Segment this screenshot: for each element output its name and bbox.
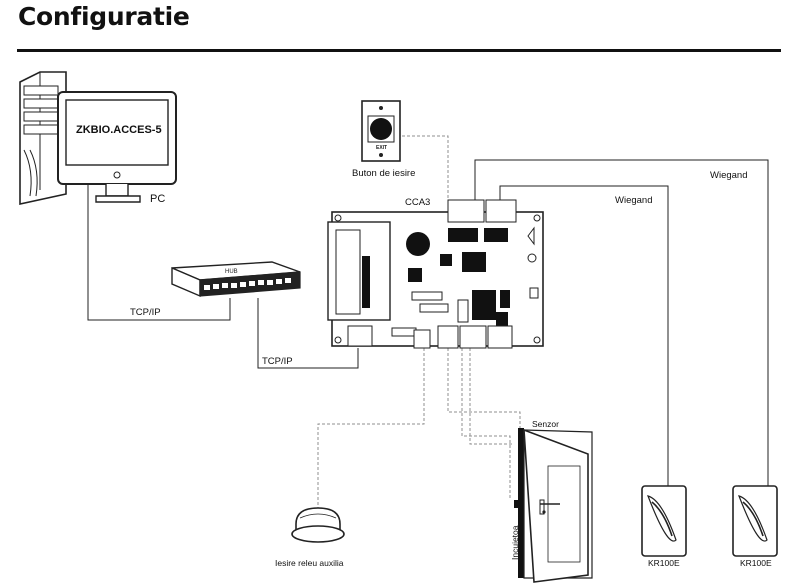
pc-icon [19, 71, 177, 205]
controller-board-icon [327, 199, 544, 349]
siren-icon [291, 507, 345, 543]
monitor-software-label: ZKBIO.ACCES-5 [76, 124, 162, 136]
sensor-label: Senzor [532, 419, 559, 429]
wiegand-label-2: Wiegand [710, 170, 748, 181]
wiegand-label-1: Wiegand [615, 195, 653, 206]
lock-label: Incuietoa [510, 525, 520, 560]
tcpip-line-pc-hub [87, 185, 231, 321]
door-icon [514, 428, 593, 583]
exit-button-icon [361, 100, 401, 162]
wiegand-line-1 [499, 185, 669, 486]
aux-relay-line [317, 348, 425, 508]
tcpip-label-1: TCP/IP [130, 307, 161, 318]
card-reader-icon-2 [732, 485, 778, 557]
sensor-line [447, 348, 521, 428]
reader-label-2: KR100E [740, 558, 772, 568]
exit-button-line [402, 135, 449, 200]
exit-plate-text: EXIT [376, 145, 387, 151]
card-reader-icon-1 [641, 485, 687, 557]
hub-icon [171, 261, 301, 298]
tcpip-label-2: TCP/IP [262, 356, 293, 367]
title-divider [17, 49, 781, 52]
exit-button-label: Buton de iesire [352, 168, 415, 179]
controller-label: CCA3 [405, 197, 430, 208]
reader-label-1: KR100E [648, 558, 680, 568]
aux-output-label: Iesire releu auxilia [275, 558, 344, 568]
pc-label: PC [150, 193, 165, 205]
connection-lines [87, 159, 769, 486]
tcpip-line-hub-controller [257, 298, 359, 369]
wiegand-line-2 [474, 159, 769, 486]
lock-line-b [469, 348, 514, 445]
page-title: Configuratie [18, 2, 190, 31]
lock-line-a [461, 348, 511, 500]
dashed-lines [317, 135, 521, 508]
hub-label: HUB [225, 269, 238, 275]
